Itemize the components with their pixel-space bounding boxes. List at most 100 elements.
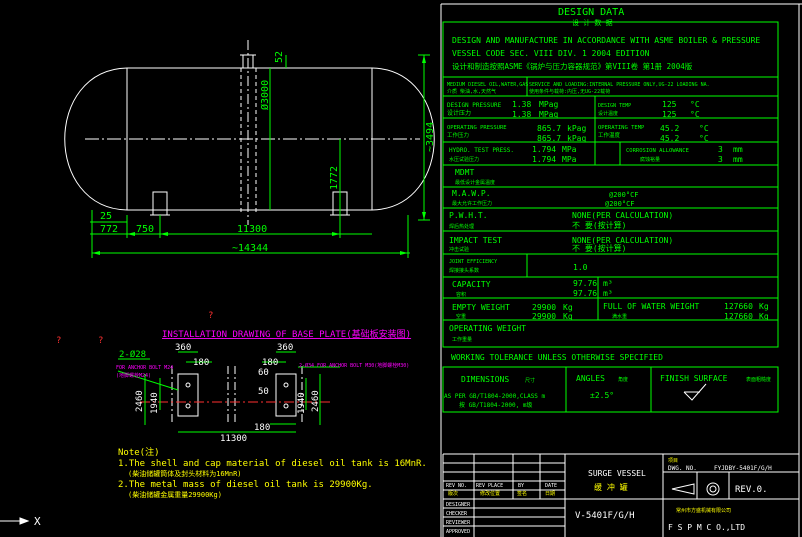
by-label-cn: 签名	[517, 490, 527, 497]
bp-dim-360-right: 360	[277, 343, 293, 353]
op-unit-2: kPag	[567, 134, 586, 143]
design-temp: DESIGN TEMP	[598, 103, 631, 109]
vessel-elevation	[64, 40, 435, 258]
dim-750: 750	[136, 224, 154, 235]
ew-unit-1: Kg	[563, 303, 573, 312]
finish-surface-symbol	[683, 383, 707, 401]
fw-unit-2: Kg	[759, 312, 769, 321]
dim-3494: ~3494	[425, 122, 436, 152]
impact-test-cn: 冲击试验	[449, 246, 469, 253]
dimensions-label-cn: 尺寸	[525, 377, 535, 384]
base-plate-right	[275, 373, 297, 417]
std-line-2: VESSEL CODE SEC. VIII DIV. 1 2004 EDITIO…	[452, 49, 650, 58]
fw-value-2: 127660	[724, 312, 753, 321]
dim-14344: ~14344	[232, 243, 268, 254]
angles-label: ANGLES	[576, 374, 605, 383]
bolt-note-right: 2-Ø34 FOR ANCHOR BOLT M30(地脚螺栓M30)	[299, 362, 409, 369]
note-2: 2.The metal mass of diesel oil tank is 2…	[118, 480, 373, 490]
dt-value-1: 125	[662, 100, 677, 109]
ht-value-2: 1.794	[532, 155, 556, 164]
service: SERVICE AND LOADING:INTERNAL PRESSURE ON…	[529, 82, 710, 88]
ot-value-2: 45.2	[660, 134, 679, 143]
ew-value-2: 29900	[532, 312, 556, 321]
mawp-cn: 最大允许工作压力	[452, 200, 492, 207]
dimensions-label: DIMENSIONS	[461, 375, 509, 384]
dim-3000: Ø3000	[259, 80, 271, 110]
vessel-name-cn: 缓 冲 罐	[594, 482, 628, 492]
company-name-cn: 常州市方盛机械有限公司	[676, 507, 731, 514]
ht-unit-1: MPa	[562, 145, 577, 154]
dt-unit-2: °C	[690, 110, 700, 119]
operating-temp: OPERATING TEMP	[598, 125, 645, 131]
ca-value-2: 3	[718, 155, 723, 164]
cap-value-1: 97.76	[573, 279, 597, 288]
note-1: 1.The shell and cap material of diesel o…	[118, 459, 427, 469]
ca-unit-1: mm	[733, 145, 743, 154]
op-value-2: 865.7	[537, 134, 561, 143]
impact-test: IMPACT TEST	[449, 236, 502, 245]
joint-efficiency: JOINT EFFICIENCY	[449, 259, 497, 265]
cap-unit-1: m³	[603, 279, 613, 288]
rev-place-label: REV PLACE	[476, 483, 503, 489]
ca-unit-2: mm	[733, 155, 743, 164]
ot-unit-1: °C	[699, 124, 709, 133]
company-logo-circle	[706, 482, 720, 496]
bp-dim-1940-right: 1940	[297, 392, 307, 414]
je-value: 1.0	[573, 263, 588, 272]
checker-label: CHECKER	[446, 511, 468, 517]
ca-value-1: 3	[718, 145, 723, 154]
corrosion-allowance: CORROSION ALLOWANCE	[626, 148, 689, 154]
op-value-1: 865.7	[537, 124, 561, 133]
ew-unit-2: Kg	[563, 312, 573, 321]
company-logo-arrow	[671, 483, 695, 495]
design-temp-cn: 设计温度	[598, 110, 618, 117]
mawp-value-1: @200°CF	[609, 191, 639, 199]
dp-unit-2: MPag	[539, 110, 558, 119]
dp-value-1: 1.38	[512, 100, 531, 109]
bp-dim-60: 60	[258, 368, 269, 378]
dt-unit-1: °C	[690, 100, 700, 109]
revision: REV.0.	[735, 485, 768, 495]
ht-value-1: 1.794	[532, 145, 556, 154]
joint-efficiency-cn: 焊接接头系数	[449, 267, 479, 274]
bp-dim-180-right: 180	[262, 358, 278, 368]
working-tolerance: WORKING TOLERANCE UNLESS OTHERWISE SPECI…	[451, 353, 663, 362]
dimensions-value-2: 按 GB/T1804-2000, m级	[459, 401, 532, 409]
vessel-name: SURGE VESSEL	[588, 469, 646, 478]
op-unit-1: kPag	[567, 124, 586, 133]
dp-unit-1: MPag	[539, 100, 558, 109]
fw-unit-1: Kg	[759, 302, 769, 311]
pwht-cn: 焊后热处理	[449, 223, 474, 230]
angles-label-cn: 角度	[618, 376, 628, 383]
bp-dim-180-left: 180	[193, 358, 209, 368]
by-label: BY	[518, 483, 524, 489]
question-mark-1: ?	[208, 311, 213, 321]
service-cn: 使用条件与载荷:内压,无UG-22载荷	[529, 88, 610, 95]
bp-dim-2460-left: 2460	[135, 390, 145, 412]
medium: MEDIUM DIESEL OIL,WATER,GAS	[447, 82, 528, 88]
bp-dim-11300: 11300	[220, 434, 247, 444]
dim-25: 25	[100, 211, 112, 222]
dt-value-2: 125	[662, 110, 677, 119]
bp-dim-180-bottom: 180	[254, 423, 270, 433]
bolt-note-left-1: FOR ANCHOR BOLT M24	[116, 365, 173, 371]
date-label-cn: 日期	[545, 491, 555, 497]
reviewer-label: REVIEWER	[446, 520, 471, 526]
empty-weight: EMPTY WEIGHT	[452, 303, 510, 312]
pwht-value-2: 不 要(按计算)	[572, 220, 626, 230]
dimensions-value-1: AS PER GB/T1804-2000,CLASS m	[444, 393, 546, 400]
bolt-note-left-2: (地脚螺栓M24)	[116, 372, 151, 379]
rev-no-label: REV NO.	[446, 483, 467, 489]
design-data-header: DESIGN DATA	[558, 7, 624, 18]
dim-1772: 1772	[329, 166, 340, 190]
notes-title: Note(注)	[118, 446, 160, 458]
approved-label: APPROVED	[446, 529, 470, 535]
mawp: M.A.W.P.	[452, 189, 491, 198]
mawp-value-2: @200°CF	[605, 200, 635, 208]
corrosion-allowance-cn: 腐蚀裕量	[640, 156, 660, 163]
std-line-3: 设计和制造按照ASME《锅炉与压力容器规范》第VIII卷 第1册 2004版	[452, 61, 693, 71]
empty-weight-cn: 空重	[456, 313, 466, 320]
dim-11300: 11300	[237, 224, 267, 235]
operating-weight-cn: 工作重量	[452, 336, 472, 343]
